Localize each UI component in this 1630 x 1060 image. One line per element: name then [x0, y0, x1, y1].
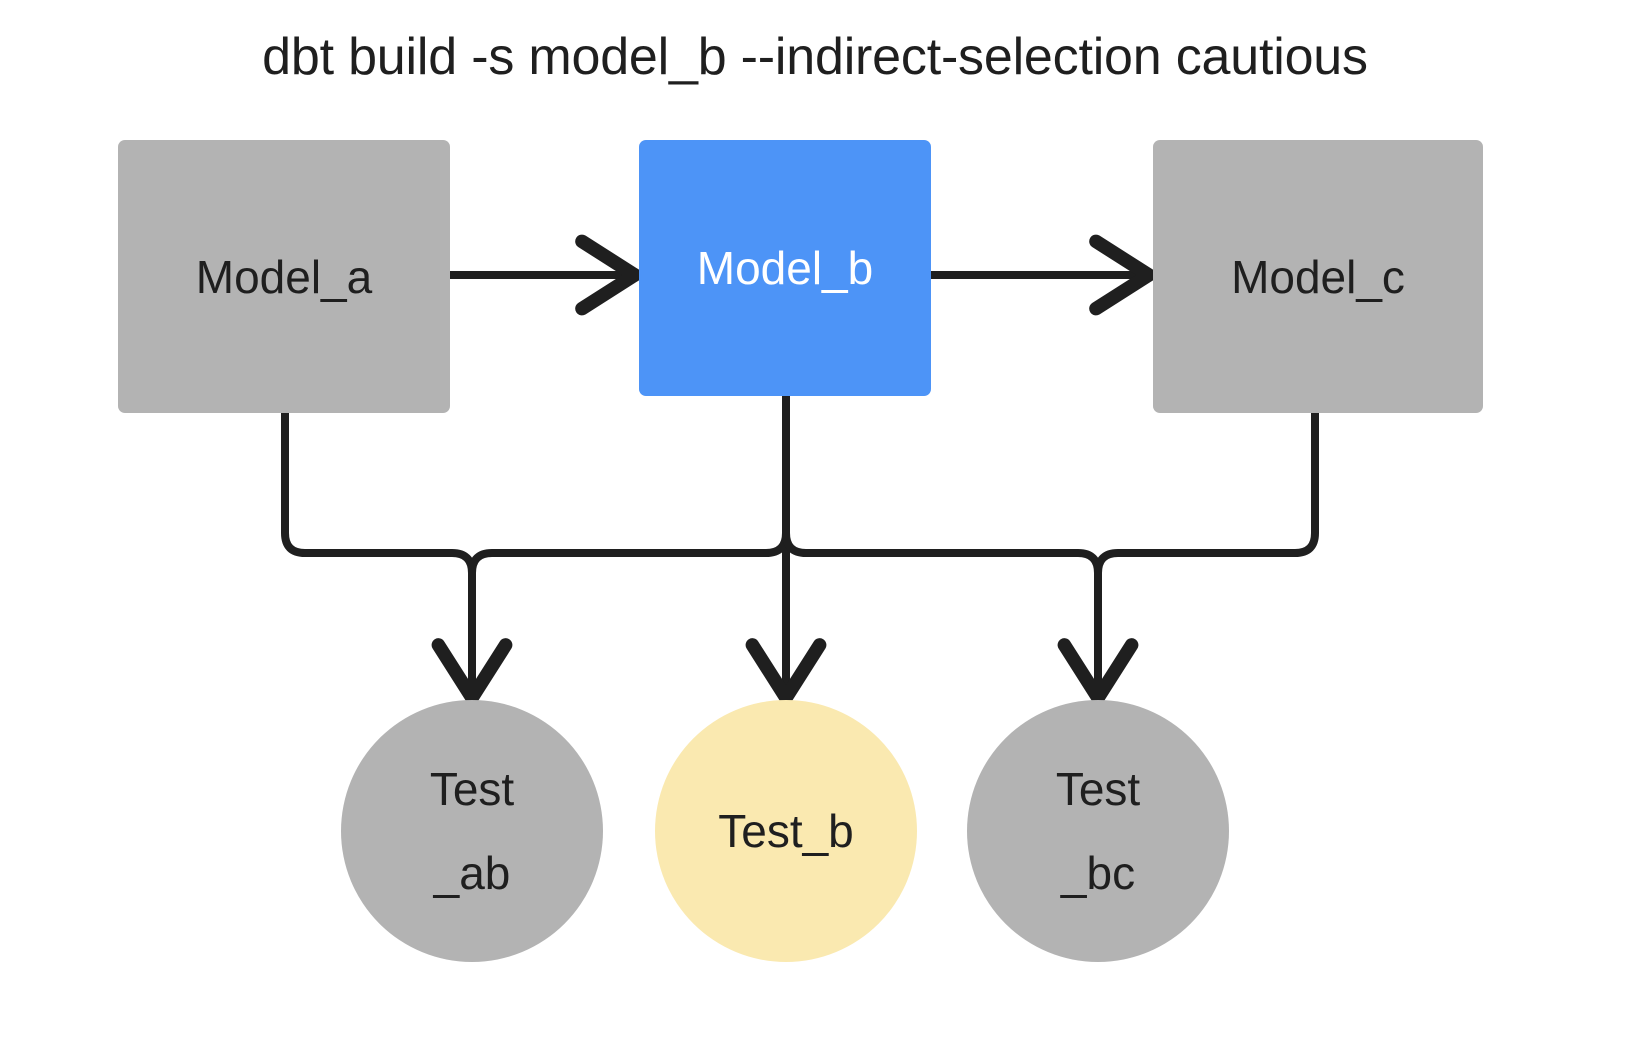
node-model-a-label: Model_a — [195, 250, 373, 303]
edge-model-a-to-test-ab — [281, 413, 513, 705]
node-test-ab-label-line-2: _ab — [433, 847, 511, 899]
node-model-b[interactable]: Model_b — [639, 140, 931, 396]
diagram-title: dbt build -s model_b --indirect-selectio… — [262, 28, 1368, 86]
node-model-b-label: Model_b — [696, 242, 874, 294]
node-model-c[interactable]: Model_c — [1153, 140, 1483, 413]
node-test-bc[interactable]: Test _bc — [967, 700, 1229, 962]
node-test-b[interactable]: Test_b — [655, 700, 917, 962]
node-test-bc-label-line-1: Test — [1055, 763, 1141, 815]
node-test-ab[interactable]: Test _ab — [341, 700, 603, 962]
node-test-b-label-line-1: Test_b — [718, 805, 854, 857]
node-test-bc-label-line-2: _bc — [1060, 847, 1136, 899]
node-model-c-label: Model_c — [1231, 250, 1405, 303]
edge-model-b-to-test-ab — [468, 396, 790, 693]
node-model-a[interactable]: Model_a — [118, 140, 450, 413]
edge-model-b-to-test-bc — [782, 396, 1139, 705]
node-test-ab-label-line-1: Test — [429, 763, 515, 815]
edge-model-c-to-test-bc — [1094, 413, 1319, 693]
